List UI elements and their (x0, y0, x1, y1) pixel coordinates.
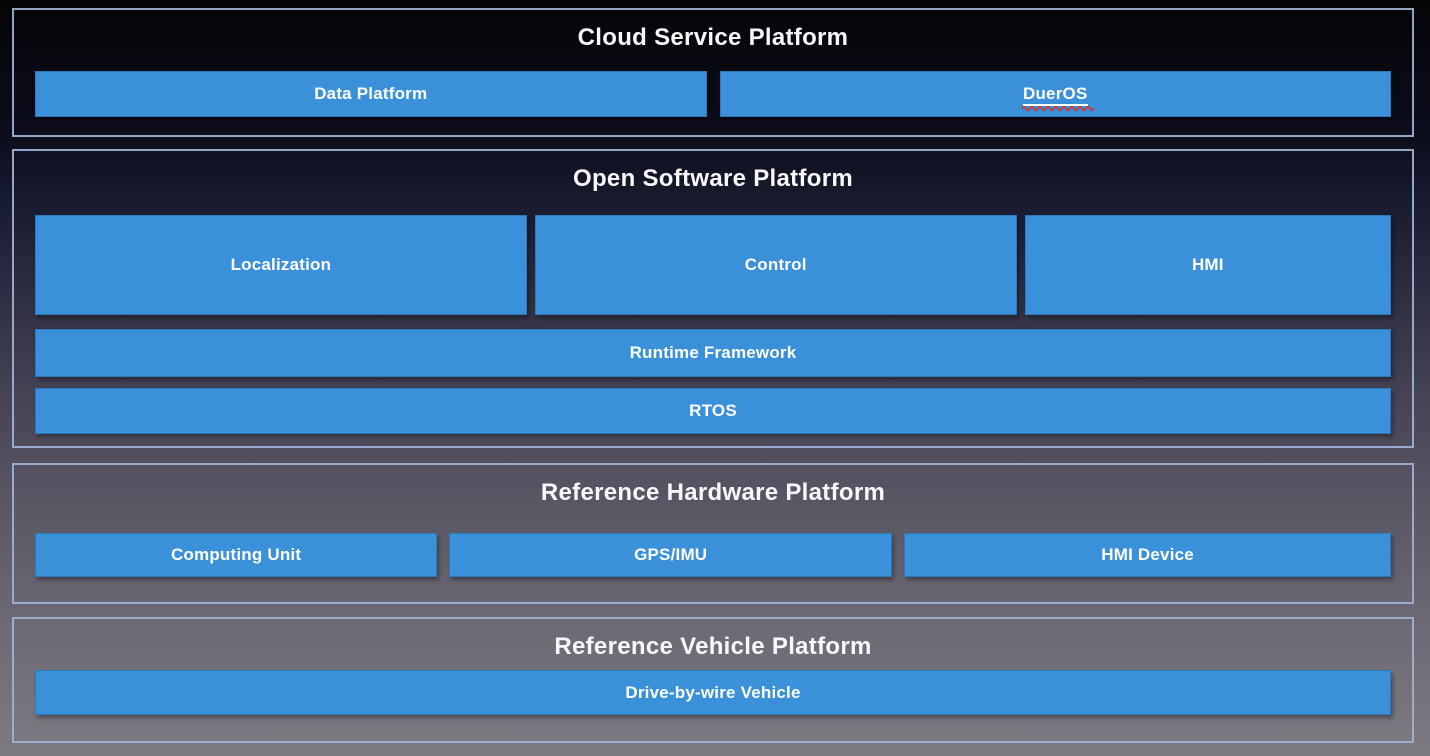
hardware-boxes-row: Computing Unit GPS/IMU HMI Device (35, 533, 1391, 577)
box-rtos: RTOS (35, 388, 1391, 434)
section-cloud-service-platform: Cloud Service Platform Data Platform Due… (12, 8, 1414, 137)
runtime-framework-row: Runtime Framework (35, 329, 1391, 377)
dueros-label: DuerOS (1021, 84, 1095, 111)
box-label: Data Platform (314, 84, 428, 103)
box-data-platform: Data Platform (35, 71, 707, 117)
box-hmi: HMI (1024, 215, 1391, 315)
section-title: Open Software Platform (573, 165, 853, 192)
software-modules-row: Localization Control HMI (35, 215, 1391, 315)
box-label: HMI Device (1101, 545, 1194, 564)
box-gps-imu: GPS/IMU (449, 533, 893, 577)
spellcheck-squiggle-icon (1021, 105, 1095, 111)
box-label: Computing Unit (170, 545, 302, 564)
section-title: Reference Hardware Platform (540, 479, 886, 506)
cloud-boxes-row: Data Platform DuerOS (35, 71, 1391, 117)
vehicle-boxes-row: Drive-by-wire Vehicle (35, 670, 1391, 715)
section-reference-hardware-platform: Reference Hardware Platform Computing Un… (12, 463, 1414, 604)
section-title: Cloud Service Platform (577, 24, 849, 51)
box-drive-by-wire-vehicle: Drive-by-wire Vehicle (35, 670, 1391, 715)
box-localization: Localization (35, 215, 527, 315)
box-dueros: DuerOS (719, 71, 1391, 117)
box-label: Control (744, 255, 807, 274)
box-label: GPS/IMU (634, 545, 708, 564)
box-hmi-device: HMI Device (904, 533, 1391, 577)
box-label: Localization (230, 255, 332, 274)
section-title: Reference Vehicle Platform (554, 633, 872, 660)
box-computing-unit: Computing Unit (35, 533, 438, 577)
box-label: Runtime Framework (629, 343, 797, 362)
section-reference-vehicle-platform: Reference Vehicle Platform Drive-by-wire… (12, 617, 1414, 743)
box-label: RTOS (689, 401, 737, 420)
section-open-software-platform: Open Software Platform Localization Cont… (12, 149, 1414, 448)
rtos-row: RTOS (35, 388, 1391, 434)
box-label: Drive-by-wire Vehicle (625, 682, 801, 702)
box-runtime-framework: Runtime Framework (35, 329, 1391, 377)
box-label: HMI (1191, 255, 1224, 274)
box-control: Control (534, 215, 1017, 315)
